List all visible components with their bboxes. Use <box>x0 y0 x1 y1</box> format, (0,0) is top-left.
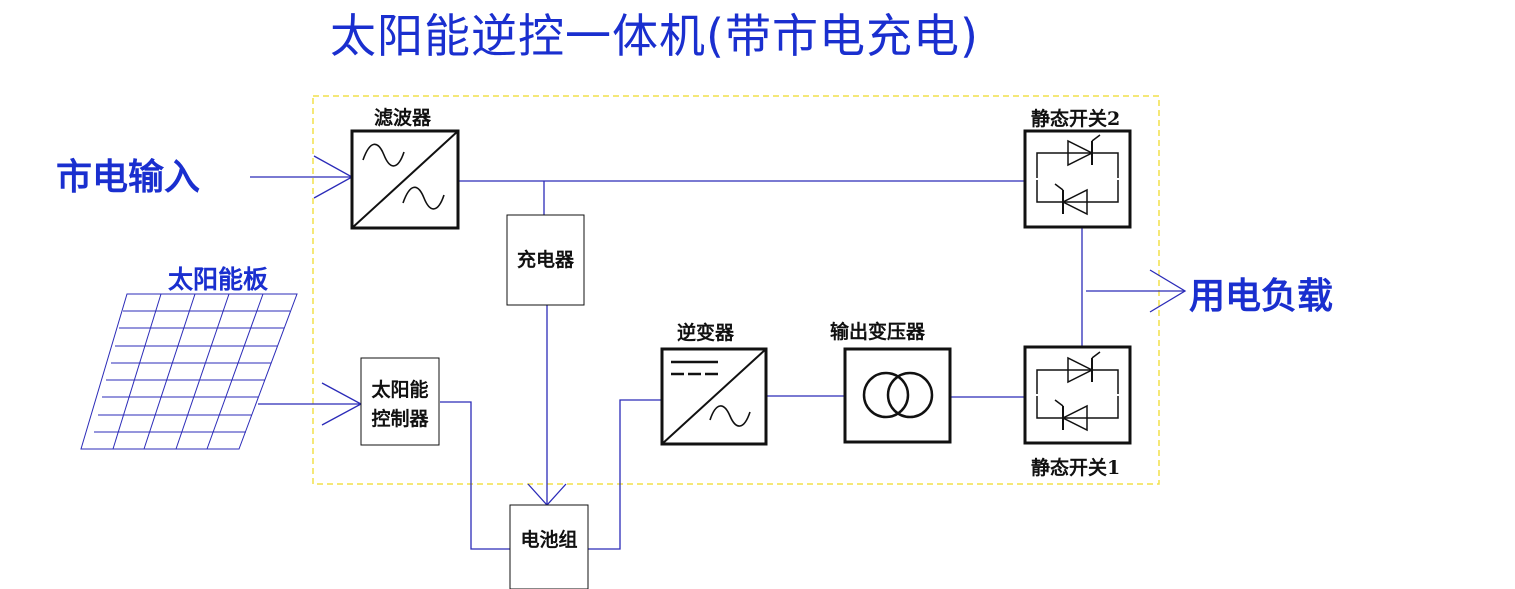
solar-controller-box <box>360 357 440 446</box>
diagram-title: 太阳能逆控一体机(带市电充电) <box>330 9 979 63</box>
static-switch-1-symbol <box>1023 345 1132 445</box>
inverter-symbol <box>660 347 768 446</box>
controller-to-battery-line <box>440 401 510 550</box>
battery-label: 电池组 <box>520 529 578 551</box>
battery-box <box>509 504 589 589</box>
battery-to-inverter-line <box>588 399 662 550</box>
solar-panel-grid <box>80 293 298 450</box>
connection-lines <box>250 155 1187 550</box>
load-output-arrow <box>1149 269 1187 313</box>
inverter-label: 逆变器 <box>677 322 735 344</box>
solar-panel-label: 太阳能板 <box>168 265 269 294</box>
static-switch-1-label: 静态开关1 <box>1031 457 1121 479</box>
solar-panel-outline <box>80 293 298 450</box>
output-transformer-label: 输出变压器 <box>830 321 926 343</box>
static-switch-2-symbol <box>1023 129 1132 229</box>
solar-controller-label-line2: 控制器 <box>371 408 429 430</box>
transformer-symbol <box>843 347 952 444</box>
filter-symbol <box>350 129 460 230</box>
charger-box <box>506 214 585 306</box>
filter-label: 滤波器 <box>374 107 432 129</box>
load-label: 用电负载 <box>1189 276 1334 317</box>
static-switch-2-label: 静态开关2 <box>1031 108 1121 130</box>
grid-input-label: 市电输入 <box>56 157 201 198</box>
charger-label: 充电器 <box>516 249 574 271</box>
enclosure-dashed-border <box>312 95 1160 485</box>
solar-controller-label-line1: 太阳能 <box>371 379 429 401</box>
